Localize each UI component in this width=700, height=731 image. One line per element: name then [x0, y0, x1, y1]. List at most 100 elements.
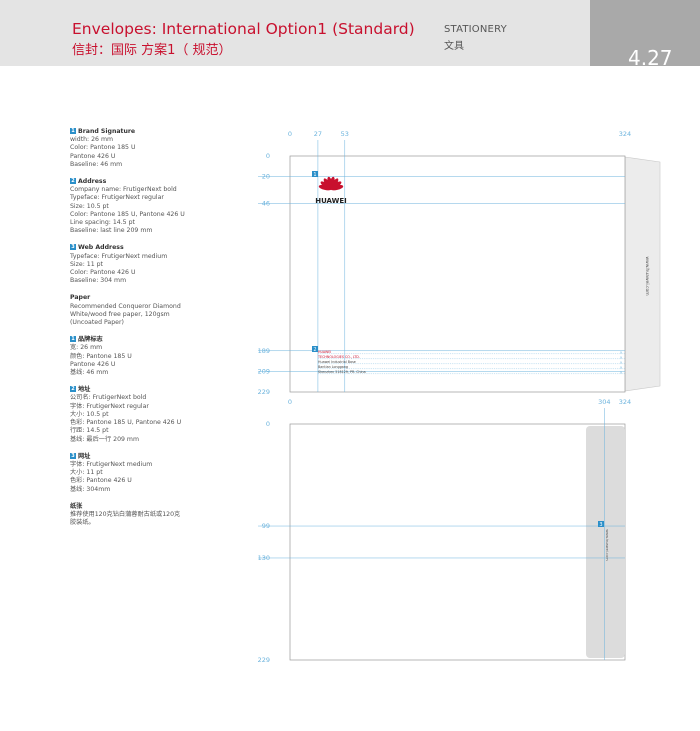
spec-title: 品牌标志 — [78, 336, 103, 344]
back-flap-shadow — [586, 426, 625, 658]
front-badge-2-label: 2 — [313, 347, 316, 353]
spec-number-badge: 2 — [70, 386, 76, 393]
spec-line: 色彩: Pantone 426 U — [70, 477, 132, 485]
front-left-tick: 209 — [258, 367, 270, 375]
front-badge-1 — [312, 171, 318, 177]
front-top-tick: 0 — [288, 130, 292, 138]
spec-line: 基线: 最后一行 209 mm — [70, 435, 139, 443]
spec-heading: 纸张 — [70, 503, 270, 511]
address-line: Shenzhen 518129, PR. China — [318, 370, 366, 374]
spec-line: Baseline: last line 209 mm — [70, 227, 153, 235]
section-label-en: STATIONERY — [444, 24, 507, 35]
spec-line: White/wood free paper, 120gsm — [70, 310, 170, 318]
spec-number-badge: 3 — [70, 452, 76, 459]
back-envelope-outline — [289, 423, 626, 661]
spec-line: Pantone 426 U — [70, 360, 116, 368]
page-title-zh: 信封：国际 方案1（ 规范） — [72, 43, 232, 58]
spec-title: 地址 — [78, 386, 91, 394]
spec-line: Company name: FrutigerNext bold — [70, 186, 177, 194]
front-left-tick: 229 — [258, 388, 270, 396]
spec-line: Pantone 426 U — [70, 152, 116, 160]
section-label-zh: 文具 — [444, 41, 464, 52]
spec-line: 大小: 10.5 pt — [70, 410, 109, 418]
spec-number-badge: 1 — [70, 336, 76, 343]
address-line: Bantian Longgang — [318, 365, 348, 369]
spec-heading: Paper — [70, 294, 270, 302]
spec-title: Web Address — [78, 244, 124, 252]
spec-title: Paper — [70, 294, 91, 302]
spec-title: 纸张 — [70, 502, 83, 510]
spec-line: Recommended Conqueror Diamond — [70, 302, 181, 310]
front-top-tick: 324 — [619, 130, 631, 138]
address-line-marker: 9 — [620, 361, 622, 365]
spec-line: Color: Pantone 426 U — [70, 269, 136, 277]
spec-line: 公司名: FrutigerNext bold — [70, 394, 147, 402]
spec-line: 基线: 46 mm — [70, 369, 109, 377]
back-top-tick: 304 — [598, 398, 610, 406]
page-header: Envelopes: International Option1 (Standa… — [0, 0, 700, 70]
spec-title: Brand Signature — [78, 128, 136, 135]
back-web-address: www.huawei.com — [605, 529, 609, 561]
spec-line: Typeface: FrutigerNext medium — [70, 252, 168, 260]
address-line-marker: 9 — [620, 356, 622, 360]
spec-line: Typeface: FrutigerNext regular — [70, 194, 164, 202]
spec-line: Color: Pantone 185 U — [70, 144, 136, 152]
front-envelope-outline — [289, 155, 626, 393]
spec-title: 网址 — [78, 452, 91, 460]
front-badge-1-label: 1 — [313, 172, 316, 178]
header-page-tab — [590, 0, 700, 66]
back-left-tick: 99 — [262, 522, 270, 530]
back-top-tick: 0 — [288, 398, 292, 406]
back-top-tick: 324 — [619, 398, 631, 406]
back-badge-3-label: 3 — [599, 522, 602, 528]
address-line: Huawei Industrial Base — [318, 360, 356, 364]
back-left-tick: 229 — [258, 656, 270, 664]
spec-line: Size: 10.5 pt — [70, 202, 109, 210]
address-line-marker: 9 — [620, 351, 622, 355]
spec-title: Address — [78, 178, 107, 186]
front-top-tick: 27 — [314, 130, 322, 138]
front-left-tick: 189 — [258, 347, 270, 355]
huawei-logo-petal — [330, 184, 344, 191]
spec-line: width: 26 mm — [70, 136, 114, 144]
spec-line: 字体: FrutigerNext regular — [70, 402, 149, 410]
huawei-logo-wordmark: HUAWEI — [315, 197, 347, 205]
spec-line: Size: 11 pt — [70, 260, 103, 268]
page-title-en: Envelopes: International Option1 (Standa… — [72, 20, 415, 38]
back-left-tick: 0 — [266, 420, 270, 428]
front-top-tick: 53 — [341, 130, 349, 138]
spec-line: 基线: 304mm — [70, 485, 111, 493]
front-left-tick: 0 — [266, 152, 270, 160]
spec-line: 字体: FrutigerNext medium — [70, 460, 153, 468]
spec-line: 色彩: Pantone 185 U, Pantone 426 U — [70, 419, 182, 427]
front-web-address: www.huawei.com — [644, 256, 650, 295]
front-left-tick: 46 — [262, 199, 270, 207]
address-line-marker: 9 — [620, 366, 622, 370]
spec-line: (Uncoated Paper) — [70, 319, 124, 327]
front-badge-2 — [312, 346, 318, 352]
front-envelope-flap — [624, 156, 661, 392]
spec-line: Baseline: 304 mm — [70, 277, 127, 285]
address-line: HUAWEI — [318, 350, 331, 354]
spec-line: Color: Pantone 185 U, Pantone 426 U — [70, 210, 185, 218]
spec-number-badge: 1 — [70, 128, 76, 134]
spec-line: 推荐使用120克钻白蒲蓉耐古纸或120克 — [70, 510, 181, 518]
spec-line: 宽: 26 mm — [70, 344, 103, 352]
page-number: 4.27 — [628, 46, 673, 70]
spec-line: 颜色: Pantone 185 U — [70, 352, 132, 360]
spec-line: 行距: 14.5 pt — [70, 427, 109, 435]
